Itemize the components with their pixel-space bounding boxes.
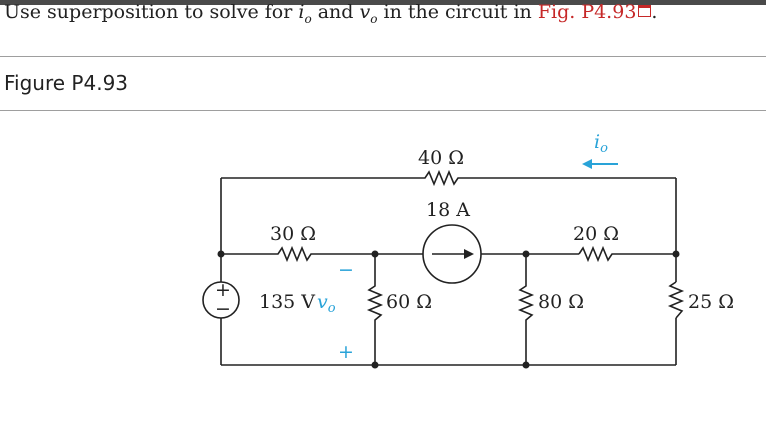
external-link-icon xyxy=(638,5,652,17)
top-bar xyxy=(0,0,766,5)
question-middle: in the circuit in xyxy=(377,1,538,23)
label-18-amp: 18 A xyxy=(426,199,470,221)
circuit-wires xyxy=(202,169,685,366)
divider-bottom xyxy=(0,110,766,111)
current-source-arrow-icon xyxy=(464,249,474,259)
vo-minus-sign: − xyxy=(338,259,354,281)
vs-minus-sign: − xyxy=(215,298,231,320)
label-vo: vo xyxy=(317,291,336,316)
label-20-ohm: 20 Ω xyxy=(573,223,619,245)
label-60-ohm: 60 Ω xyxy=(386,291,432,313)
circuit-nodes xyxy=(217,250,680,369)
var-v: vo xyxy=(359,1,378,26)
divider-top xyxy=(0,56,766,57)
var-i: io xyxy=(298,1,312,26)
label-80-ohm: 80 Ω xyxy=(538,291,584,313)
figure-title: Figure P4.93 xyxy=(4,71,129,95)
vs-plus-sign: + xyxy=(215,279,231,301)
label-40-ohm: 40 Ω xyxy=(418,147,464,169)
question-text: Use superposition to solve for io and vo… xyxy=(4,1,657,26)
question-end: . xyxy=(651,1,658,23)
io-arrow-icon xyxy=(582,159,592,169)
label-135-volt: 135 V xyxy=(259,291,315,313)
vo-plus-sign: + xyxy=(338,341,354,363)
question-and: and xyxy=(311,1,360,23)
label-io: io xyxy=(594,131,608,156)
label-30-ohm: 30 Ω xyxy=(270,223,316,245)
figure-link[interactable]: Fig. P4.93 xyxy=(538,1,652,23)
question-prefix: Use superposition to solve for xyxy=(4,1,299,23)
label-25-ohm: 25 Ω xyxy=(688,291,734,313)
